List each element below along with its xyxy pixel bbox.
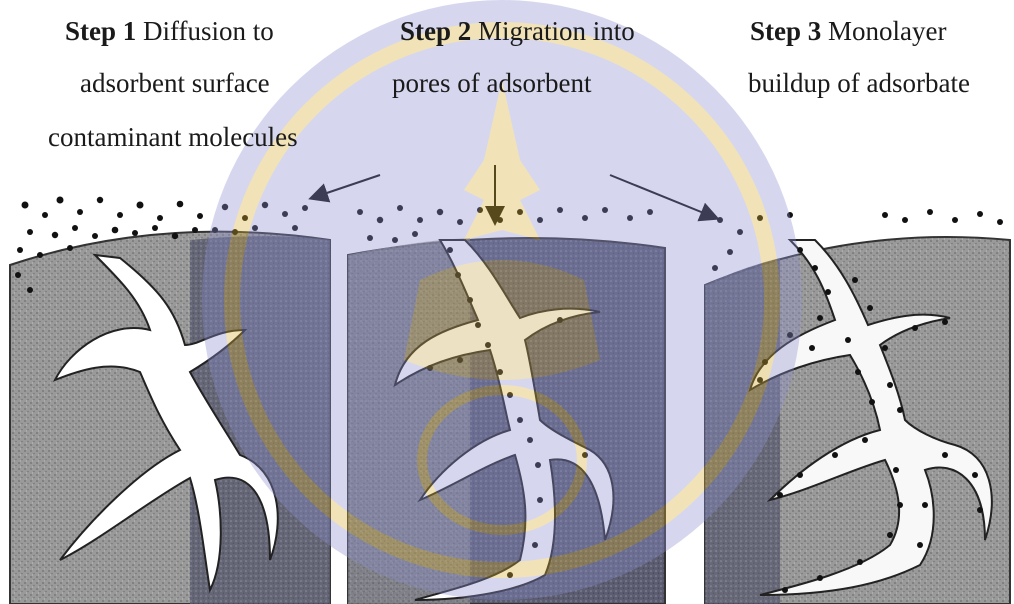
step-2-title: Step 2 Migration into: [400, 18, 635, 45]
step-2-number: Step 2: [400, 16, 471, 46]
step-2-line2: pores of adsorbent: [392, 70, 591, 97]
step-3-line2: buildup of adsorbate: [748, 70, 970, 97]
step-1-line2: adsorbent surface: [80, 70, 270, 97]
step-1-line1: Diffusion to: [143, 16, 274, 46]
step-3-number: Step 3: [750, 16, 821, 46]
step-3-title: Step 3 Monolayer: [750, 18, 946, 45]
step-2-line1: Migration into: [478, 16, 635, 46]
step-3-line1: Monolayer: [828, 16, 946, 46]
contaminant-molecules-label: contaminant molecules: [48, 124, 298, 151]
step-1-title: Step 1 Diffusion to: [65, 18, 274, 45]
step-1-number: Step 1: [65, 16, 136, 46]
